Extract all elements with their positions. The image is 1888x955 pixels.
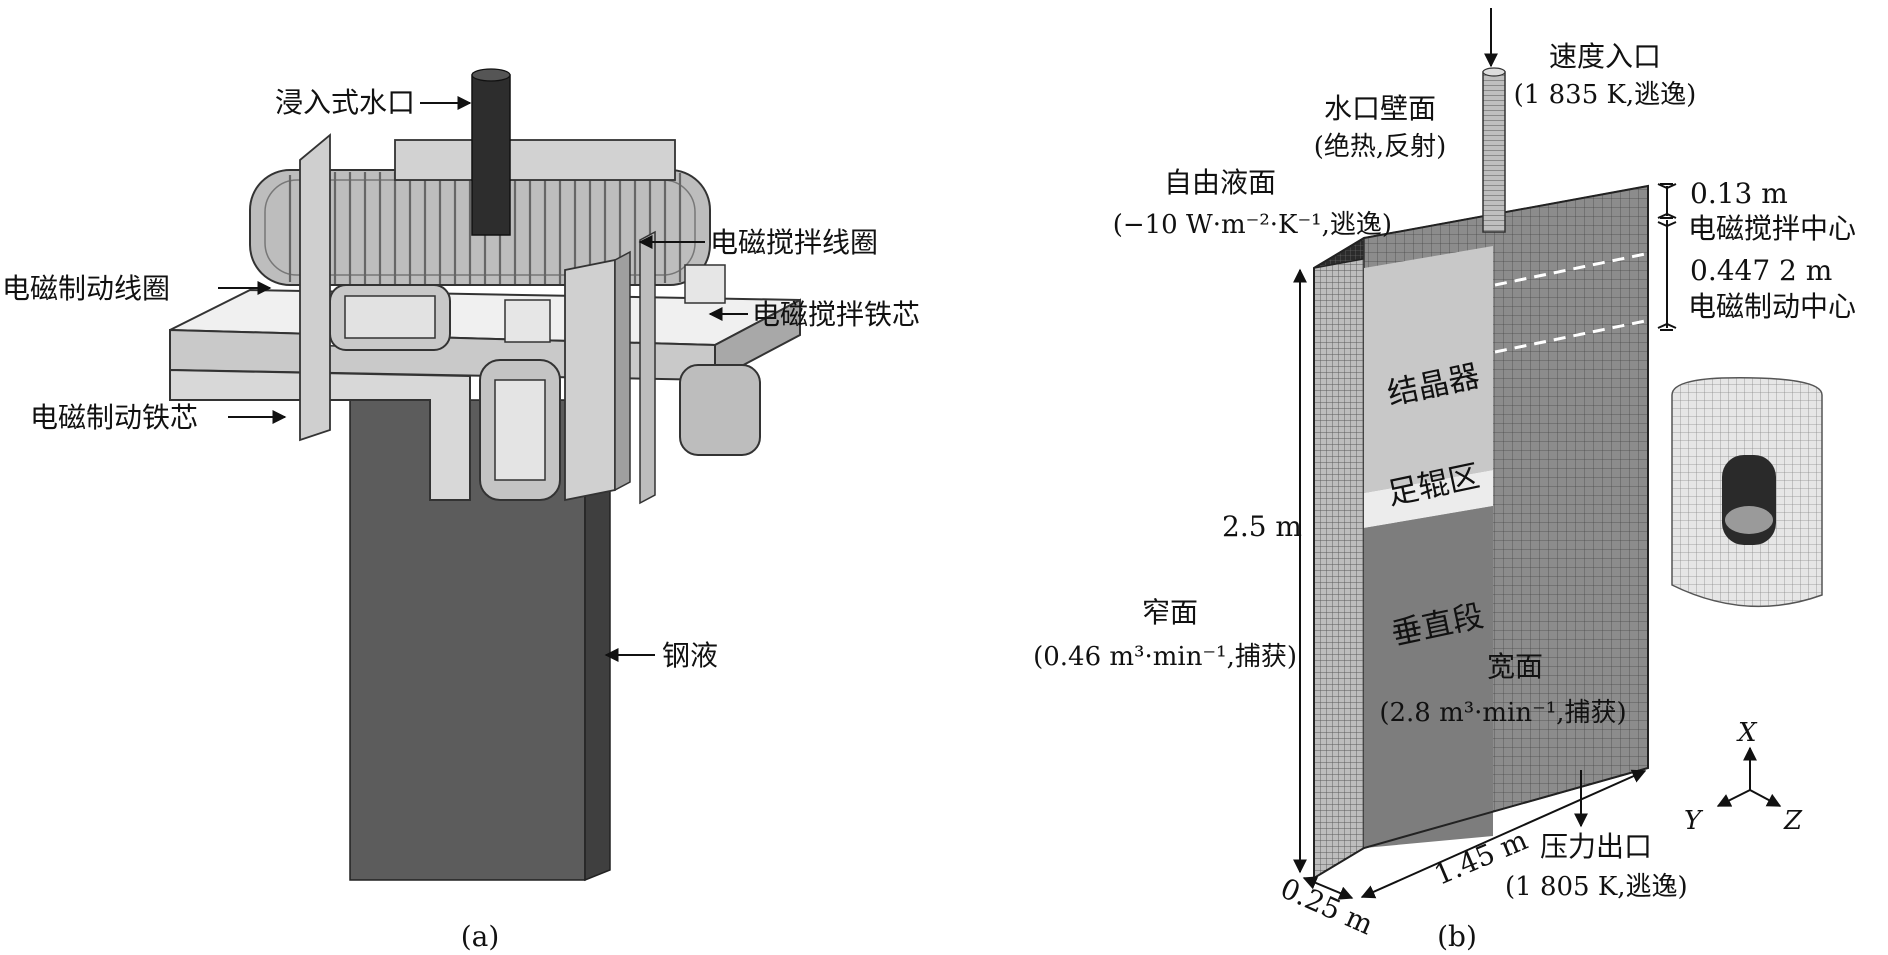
wide-face-condition: (2.8 m³·min⁻¹,捕获) (1379, 698, 1627, 728)
panel-b-drawing (1293, 8, 1823, 900)
nozzle-wall-condition: (绝热,反射) (1313, 132, 1447, 162)
ems-coil-label: 电磁搅拌线圈 (710, 226, 879, 259)
ems-center-label: 电磁搅拌中心 (1688, 212, 1857, 245)
wide-face-label: 宽面 (1486, 650, 1543, 683)
height-dimension-label: 2.5 m (1222, 510, 1302, 543)
velocity-inlet-condition: (1 835 K,逃逸) (1513, 80, 1697, 110)
ems-core-label: 电磁搅拌铁芯 (752, 298, 921, 331)
axis-z-label: Z (1784, 806, 1803, 836)
mold-zone (1364, 246, 1493, 493)
panel-a-drawing (169, 68, 801, 882)
pressure-outlet-condition: (1 805 K,逃逸) (1505, 872, 1688, 902)
ems-center-line (1494, 252, 1646, 287)
steel-label: 钢液 (662, 639, 719, 672)
emb-coil-label: 电磁制动线圈 (2, 272, 171, 305)
sen-label: 浸入式水口 (274, 86, 415, 119)
dim-013-label: 0.13 m (1690, 177, 1788, 210)
nozzle-wall-label: 水口壁面 (1323, 92, 1436, 125)
narrow-face-label: 窄面 (1141, 596, 1198, 629)
vertical-zone (1364, 506, 1493, 848)
pressure-outlet-label: 压力出口 (1540, 830, 1653, 863)
panel-a-caption: (a) (460, 920, 500, 953)
emb-coils (329, 284, 761, 501)
narrow-face-condition: (0.46 m³·min⁻¹,捕获) (1033, 642, 1297, 672)
dim-04472-label: 0.447 2 m (1690, 254, 1833, 287)
axis-triad (1716, 746, 1782, 807)
panel-b-dimensions (1293, 8, 1677, 900)
emb-center-label: 电磁制动中心 (1688, 290, 1857, 323)
free-surface-label: 自由液面 (1163, 166, 1276, 199)
axis-x-label: X (1738, 718, 1757, 748)
nozzle-mesh (1482, 71, 1506, 233)
narrow-face (1313, 236, 1365, 880)
panel-b-caption: (b) (1437, 920, 1477, 953)
foot-roll-zone (1364, 470, 1493, 528)
free-surface-condition: (−10 W·m⁻²·K⁻¹,逃逸) (1112, 210, 1392, 240)
panel-a-leaders (218, 96, 748, 662)
axis-y-label: Y (1684, 806, 1702, 836)
mold-plates (299, 133, 656, 505)
steel-strand (349, 388, 611, 882)
velocity-inlet-label: 速度入口 (1548, 40, 1661, 73)
emb-core-label: 电磁制动铁芯 (30, 401, 199, 434)
sen-nozzle (471, 68, 511, 236)
emb-center-line (1494, 319, 1646, 354)
nozzle-port-inset (1671, 377, 1823, 608)
